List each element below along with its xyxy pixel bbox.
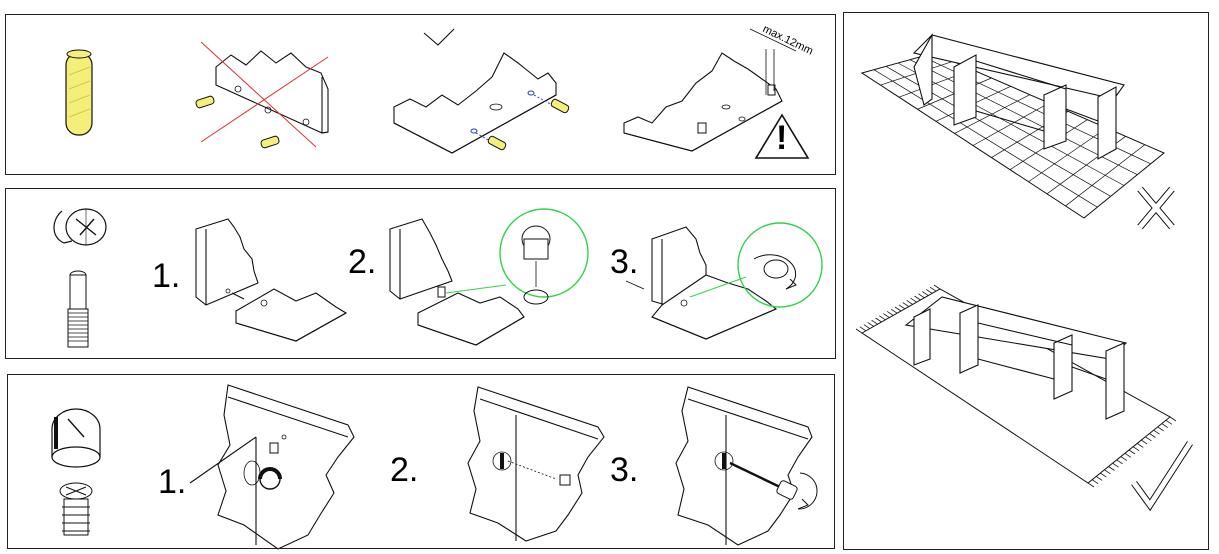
warning-triangle-icon (754, 113, 810, 159)
connector-step2-label: 2. (390, 451, 419, 489)
check-icon (423, 28, 455, 46)
connector-step2-illustration (467, 386, 605, 542)
cam-lock-instruction-panel: 1. 2. 3. (5, 188, 836, 359)
connector-step3-label: 3. (610, 451, 639, 489)
connector-step1-label: 1. (158, 463, 187, 501)
cam-step1-illustration (195, 218, 348, 342)
cam-step2-illustration (389, 208, 589, 346)
detail-callout-circle (499, 208, 589, 298)
correct-check-icon (1131, 441, 1193, 512)
warning-symbol: ! (776, 119, 788, 157)
connecting-bolt-icon (67, 270, 89, 348)
cam-connector-instruction-panel: 1. 2. 3. (7, 374, 835, 550)
max-depth-illustration (623, 28, 810, 159)
dowel-icon (65, 49, 93, 136)
connector-step3-illustration (675, 386, 818, 546)
dowel-instruction-panel: max.12mm ! (5, 14, 836, 175)
assembly-surface-illustration (855, 32, 1193, 512)
connector-screw-icon (59, 482, 93, 536)
dowel-illustration (65, 28, 810, 159)
wrong-grid-surface (860, 32, 1175, 230)
wrong-dowel-placement (195, 41, 329, 149)
detail-callout-circle (737, 222, 823, 308)
correct-rug-surface (855, 284, 1193, 512)
cam-fitting-icon (53, 208, 107, 246)
cam-lock-illustration (53, 208, 823, 348)
cam-connector-illustration (51, 384, 818, 550)
cam-step1-label: 1. (152, 257, 181, 295)
cam-step3-illustration (625, 222, 823, 340)
cam-housing-icon (51, 408, 101, 468)
screwdriver-icon (729, 461, 781, 489)
correct-dowel-placement (393, 28, 570, 154)
assembly-surface-panel (843, 12, 1209, 550)
wrong-cross-icon (1137, 186, 1175, 230)
connector-step1-illustration (189, 384, 355, 550)
cam-step3-label: 3. (610, 243, 639, 281)
cam-step2-label: 2. (348, 243, 377, 281)
